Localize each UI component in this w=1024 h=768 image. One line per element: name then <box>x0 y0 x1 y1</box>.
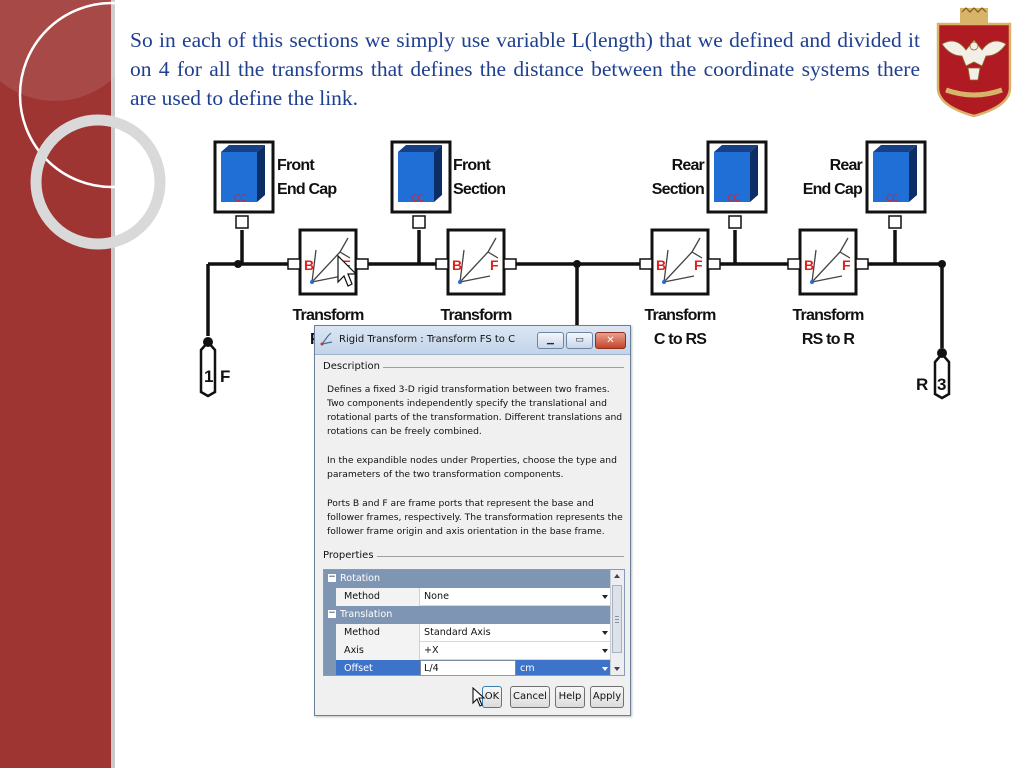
collapse-icon[interactable]: − <box>328 608 336 618</box>
solid-block-rear-section[interactable]: CC Rear Section <box>652 140 768 229</box>
transform-block-2[interactable]: B F Transform <box>435 228 517 324</box>
connection-port-1[interactable]: 1 F <box>199 337 230 398</box>
svg-text:Transform: Transform <box>440 307 512 324</box>
svg-text:C to RS: C to RS <box>654 331 707 348</box>
mouse-pointer-icon <box>472 687 486 707</box>
rigid-transform-icon <box>320 332 333 346</box>
rotation-method-row[interactable]: Method None <box>324 588 612 606</box>
minimize-icon: ▁ <box>547 335 554 345</box>
svg-text:CC: CC <box>886 194 899 204</box>
svg-text:B: B <box>304 257 314 273</box>
offset-value-cell[interactable]: L/4 cm <box>420 660 612 675</box>
properties-separator <box>323 556 624 557</box>
collapse-icon[interactable]: − <box>328 572 336 582</box>
svg-text:RS to R: RS to R <box>802 331 855 348</box>
dialog-title: Rigid Transform : Transform FS to C <box>339 334 516 345</box>
properties-grid: − Rotation Method None − Translation Met… <box>323 569 625 676</box>
svg-text:Transform: Transform <box>644 307 716 324</box>
dropdown-arrow-icon[interactable] <box>602 667 608 671</box>
apply-button[interactable]: Apply <box>590 686 624 708</box>
decorative-rings <box>0 0 180 250</box>
close-icon: ✕ <box>606 335 615 346</box>
svg-text:CC: CC <box>234 194 247 204</box>
junction-dot <box>573 260 581 268</box>
translation-category[interactable]: − Translation <box>324 606 612 624</box>
solid-block-front-end-cap[interactable]: CC Front End Cap <box>213 140 338 229</box>
svg-text:Rear: Rear <box>672 157 705 174</box>
svg-text:R: R <box>916 375 928 394</box>
junction-dot <box>234 260 242 268</box>
dropdown-arrow-icon[interactable] <box>602 631 608 635</box>
svg-text:Front: Front <box>453 157 491 174</box>
scroll-down-icon <box>614 667 620 671</box>
dropdown-arrow-icon[interactable] <box>602 595 608 599</box>
description-paragraph-2: In the expandible nodes under Properties… <box>327 455 617 480</box>
property-name: Axis <box>336 642 420 660</box>
svg-text:1: 1 <box>204 367 213 386</box>
svg-text:F: F <box>694 257 703 273</box>
rotation-category[interactable]: − Rotation <box>324 570 612 588</box>
scroll-down-button[interactable] <box>611 662 624 675</box>
maximize-icon: ▭ <box>575 335 584 345</box>
svg-text:F: F <box>490 257 499 273</box>
mouse-pointer-icon <box>337 254 358 287</box>
property-name: Offset <box>336 660 420 675</box>
scroll-up-button[interactable] <box>611 570 624 583</box>
property-name: Method <box>336 588 420 606</box>
svg-text:F: F <box>220 367 230 386</box>
svg-text:B: B <box>804 257 814 273</box>
svg-text:Front: Front <box>277 157 315 174</box>
dropdown-arrow-icon[interactable] <box>602 649 608 653</box>
svg-text:End Cap: End Cap <box>803 181 863 198</box>
offset-unit-select[interactable]: cm <box>520 663 535 674</box>
junction-dot <box>938 260 946 268</box>
svg-text:Rear: Rear <box>830 157 863 174</box>
properties-heading: Properties <box>323 550 377 561</box>
svg-text:B: B <box>452 257 462 273</box>
description-paragraph-1: Defines a fixed 3-D rigid transformation… <box>327 384 623 437</box>
svg-text:Transform: Transform <box>292 307 364 324</box>
transform-block-3[interactable]: B F Transform C to RS <box>639 228 721 348</box>
svg-text:Section: Section <box>652 181 704 198</box>
svg-text:Section: Section <box>453 181 505 198</box>
rigid-transform-dialog: Rigid Transform : Transform FS to C ▁ ▭ … <box>314 325 631 716</box>
translation-offset-row[interactable]: Offset L/4 cm <box>324 660 612 675</box>
svg-text:3: 3 <box>937 375 946 394</box>
transform-block-4[interactable]: B F Transform RS to R <box>787 228 869 348</box>
left-decorative-band <box>0 0 113 768</box>
description-separator <box>323 367 624 368</box>
solid-block-front-section[interactable]: CC Front Section <box>390 140 506 229</box>
slide-paragraph: So in each of this sections we simply us… <box>130 28 920 110</box>
help-button[interactable]: Help <box>555 686 585 708</box>
simscape-diagram: CC Front End Cap CC Front Section CC Rea… <box>199 140 951 400</box>
svg-text:Transform: Transform <box>792 307 864 324</box>
description-paragraph-3: Ports B and F are frame ports that repre… <box>327 498 623 537</box>
translation-axis-select[interactable]: +X <box>420 642 612 660</box>
translation-method-select[interactable]: Standard Axis <box>420 624 612 642</box>
university-emblem-icon <box>936 7 1012 118</box>
svg-text:CC: CC <box>411 194 424 204</box>
maximize-button[interactable]: ▭ <box>566 332 593 349</box>
dialog-titlebar[interactable]: Rigid Transform : Transform FS to C ▁ ▭ … <box>315 326 630 355</box>
band-edge <box>111 0 115 768</box>
translation-method-row[interactable]: Method Standard Axis <box>324 624 612 642</box>
solid-block-rear-end-cap[interactable]: CC Rear End Cap <box>803 140 927 229</box>
svg-text:B: B <box>656 257 666 273</box>
property-name: Method <box>336 624 420 642</box>
translation-axis-row[interactable]: Axis +X <box>324 642 612 660</box>
properties-scrollbar[interactable] <box>610 570 624 675</box>
cancel-button[interactable]: Cancel <box>510 686 550 708</box>
description-heading: Description <box>323 361 383 372</box>
minimize-button[interactable]: ▁ <box>537 332 564 349</box>
svg-text:F: F <box>842 257 851 273</box>
scroll-thumb[interactable] <box>612 585 622 653</box>
svg-text:End Cap: End Cap <box>277 181 337 198</box>
offset-input[interactable]: L/4 <box>420 660 516 675</box>
close-button[interactable]: ✕ <box>595 332 626 349</box>
scroll-up-icon <box>614 574 620 578</box>
svg-text:CC: CC <box>727 194 740 204</box>
connection-port-3[interactable]: 3 R <box>916 348 951 400</box>
rotation-method-select[interactable]: None <box>420 588 612 606</box>
